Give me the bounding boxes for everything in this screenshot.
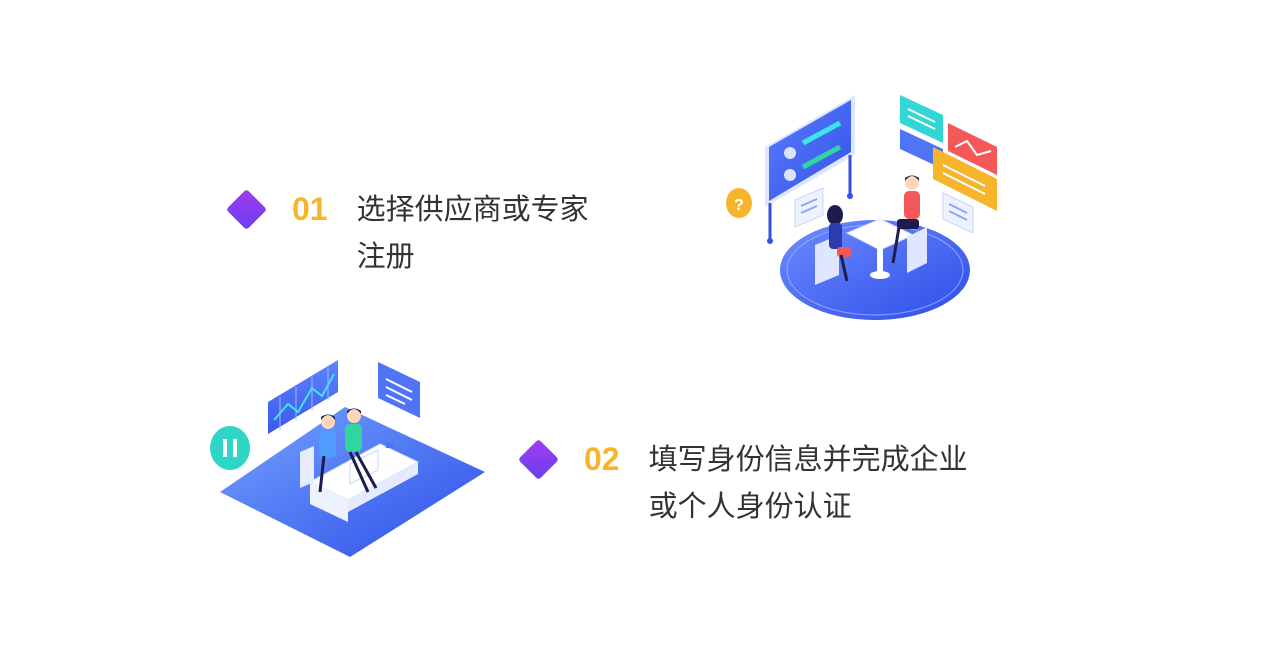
step-02: 02 填写身份信息并完成企业 或个人身份认证 [517, 436, 968, 530]
step-text-line: 填写身份信息并完成企业 [648, 442, 968, 476]
diamond-icon [517, 438, 560, 481]
whiteboard [765, 95, 855, 244]
step-text: 填写身份信息并完成企业 或个人身份认证 [649, 436, 968, 530]
workspace-illustration [210, 360, 485, 557]
question-badge: ? [726, 188, 752, 218]
step-text-line: 注册 [356, 239, 415, 273]
person-left [300, 414, 336, 493]
wall-panels [900, 95, 997, 211]
wall-chart [268, 360, 338, 434]
step-number: 02 [584, 441, 620, 477]
step-text-line: 选择供应商或专家 [356, 192, 589, 226]
person-right [345, 408, 378, 493]
person-woman [815, 205, 851, 285]
speech-bubbles [794, 187, 974, 234]
step-text-line: 或个人身份认证 [648, 489, 852, 523]
diamond-icon [225, 188, 268, 231]
person-man [891, 175, 927, 273]
step-01: 01 选择供应商或专家 注册 [225, 186, 589, 280]
svg-text:?: ? [734, 197, 744, 214]
step-text: 选择供应商或专家 注册 [357, 186, 589, 280]
meeting-illustration: ? [726, 95, 997, 320]
document-card [378, 362, 420, 418]
pause-badge [210, 426, 250, 470]
step-number: 01 [292, 191, 328, 227]
